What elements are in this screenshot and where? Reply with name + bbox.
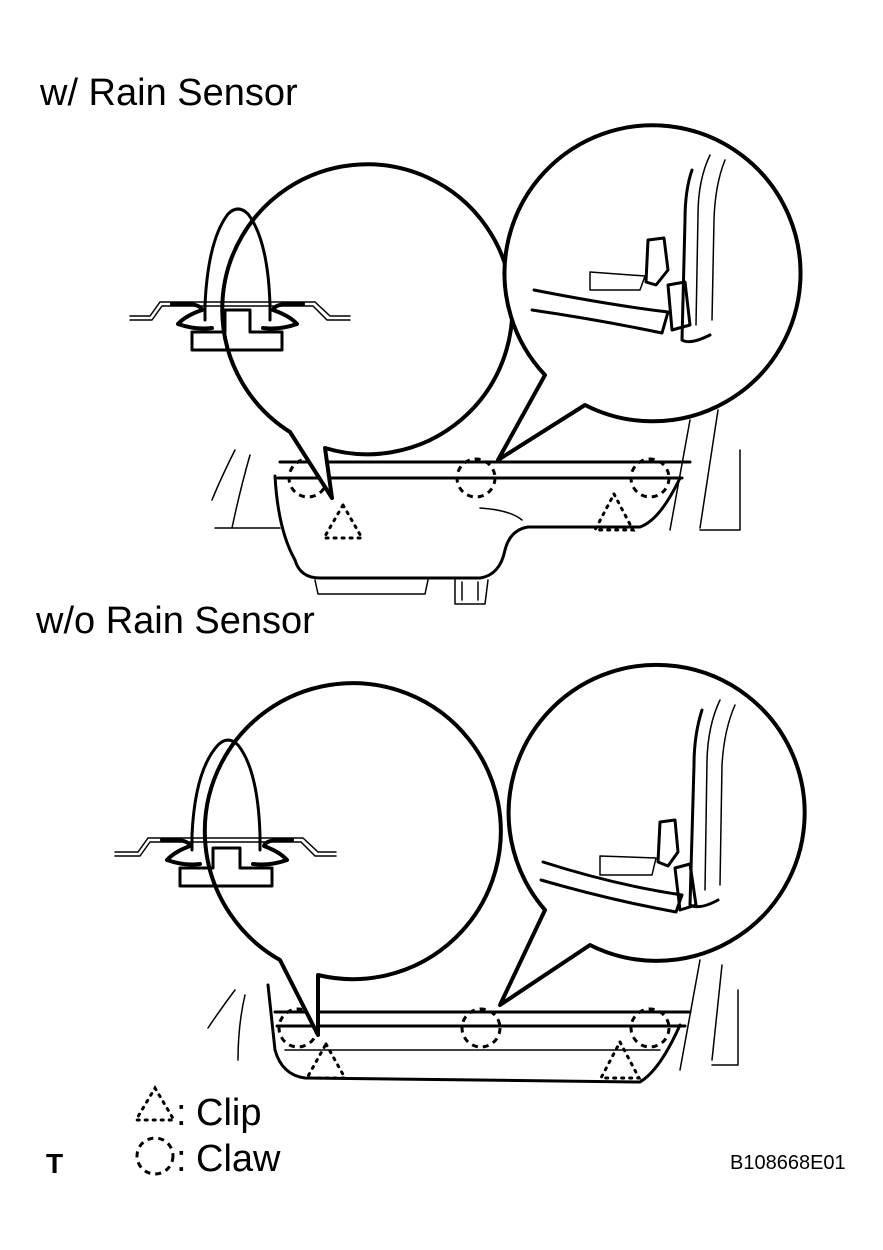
cover-edge: [530, 288, 670, 335]
body-line-right-1: [669, 419, 691, 531]
panel-outer: [680, 168, 712, 344]
claw-marker-center: [455, 457, 497, 499]
body-line-right-3: [711, 989, 739, 1066]
clip-marker-left: [304, 1040, 348, 1080]
claw-marker-right: [629, 1007, 671, 1049]
claw-hook: [656, 818, 680, 868]
panel-line-1: [114, 837, 337, 853]
dashed-circle-icon: [135, 1136, 175, 1176]
clip-marker-left: [321, 501, 365, 540]
clip-marker-right: [592, 490, 636, 532]
legend-claw-label: Claw: [196, 1138, 281, 1180]
clip-base: [190, 308, 284, 352]
body-line-right-2: [711, 964, 723, 1061]
dotted-triangle-icon: [133, 1085, 177, 1122]
claw-body: [589, 271, 646, 291]
cover-outline: [266, 983, 682, 1084]
body-line-right-1: [679, 959, 701, 1071]
claw-body: [599, 855, 657, 876]
section-title-without-sensor: w/o Rain Sensor: [36, 600, 315, 642]
claw-marker-center: [460, 1007, 502, 1049]
panel-inner-1: [704, 699, 721, 891]
panel-line-1: [129, 301, 351, 317]
figure-code: B108668E01: [730, 1152, 846, 1174]
claw-marker-right: [629, 457, 671, 499]
cover-assembly-without-sensor: [207, 959, 739, 1084]
bubble-outline: [498, 662, 807, 1007]
claw-detail-bubble-top: [496, 123, 803, 462]
body-line-right-3: [699, 449, 741, 531]
clip-wing-left: [170, 301, 214, 331]
corner-mark: T: [46, 1148, 64, 1179]
clip-detail-bubble-bottom: [114, 681, 503, 1037]
clip-head: [190, 738, 262, 837]
panel-inner-2: [719, 704, 736, 886]
body-line-right-2: [699, 409, 719, 529]
cover-outline: [273, 474, 682, 580]
body-line-left-2: [231, 454, 251, 529]
bubble-outline: [496, 123, 803, 462]
lower-tab-right: [454, 579, 489, 605]
clip-wing-right: [261, 301, 305, 331]
body-line-left-1: [207, 989, 236, 1029]
legend-clip-label: Clip: [196, 1092, 262, 1134]
claw-detail-bubble-bottom: [498, 662, 807, 1007]
clip-wing-left: [160, 837, 202, 867]
lower-tab-ribs: [461, 581, 479, 601]
clip-marker-right: [598, 1038, 642, 1080]
claw-slot: [673, 862, 698, 912]
cover-inner-line: [479, 507, 523, 521]
body-line-left-1: [211, 449, 236, 501]
bubble-outline: [202, 681, 503, 1037]
claw-slot: [666, 280, 692, 332]
claw-hook: [644, 236, 670, 287]
clip-detail-bubble-top: [129, 162, 515, 500]
clip-wing-right: [251, 837, 294, 867]
panel-inner-1: [695, 154, 711, 326]
clip-head: [203, 207, 272, 307]
body-line-left-2: [237, 994, 246, 1061]
lower-tab-left: [314, 579, 429, 595]
bubble-outline: [220, 162, 515, 500]
legend-claw-separator: :: [176, 1138, 187, 1180]
panel-inner-2: [711, 159, 726, 321]
panel-line-2: [129, 305, 351, 321]
cover-assembly-with-sensor: [211, 409, 741, 605]
legend-clip-separator: :: [176, 1092, 187, 1134]
section-title-with-sensor: w/ Rain Sensor: [40, 72, 298, 114]
clip-base: [178, 846, 274, 888]
panel-outer: [688, 708, 720, 909]
clip-neck: [203, 303, 272, 322]
panel-line-2: [114, 841, 337, 857]
